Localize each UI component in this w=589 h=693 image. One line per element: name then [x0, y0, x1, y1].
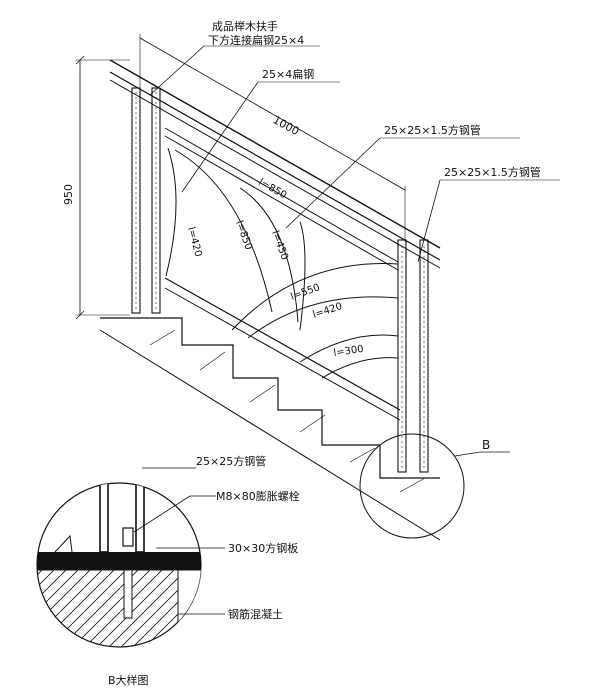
- handrail-label-2: 下方连接扁钢25×4: [208, 33, 304, 47]
- detail-bolt-label: M8×80膨胀螺栓: [216, 489, 300, 503]
- arc-length-300: l=300: [333, 344, 364, 359]
- stair-section: [99, 317, 441, 541]
- detail-b-marker: [359, 433, 510, 539]
- handrail: [109, 59, 441, 269]
- detail-tube-label: 25×25方钢管: [196, 454, 266, 468]
- detail-title: B大样图: [108, 673, 149, 687]
- bottom-rail: [164, 277, 401, 421]
- detail-b-ref-label: B: [482, 438, 490, 452]
- arc-length-450: l=450: [269, 229, 290, 261]
- left-post: [131, 87, 161, 314]
- arc-length-550: l=550: [289, 282, 321, 303]
- detail-concrete-label: 钢筋混凝土: [228, 607, 283, 621]
- detail-plate-label: 30×30方钢板: [228, 541, 298, 555]
- railing-elevation: [75, 34, 560, 541]
- arc-length-850-b: l=850: [233, 219, 254, 251]
- dimension-1000-label: 1000: [271, 113, 302, 138]
- tube-top-label: 25×25×1.5方钢管: [384, 123, 481, 137]
- right-post: [397, 239, 429, 473]
- arc-length-420-a: l=420: [185, 226, 203, 258]
- dimension-950-label: 950: [62, 184, 75, 205]
- infill-rails: [164, 127, 399, 271]
- leader-lines: [149, 45, 560, 263]
- dimension-1000: [139, 34, 406, 242]
- tube-right-label: 25×25×1.5方钢管: [444, 165, 541, 179]
- dimension-950: [75, 55, 130, 320]
- detail-b-drawing: [36, 467, 225, 648]
- flat-steel-label: 25×4扁钢: [262, 68, 314, 81]
- handrail-label-1: 成品榉木扶手: [212, 19, 278, 33]
- arc-infill: [165, 147, 399, 379]
